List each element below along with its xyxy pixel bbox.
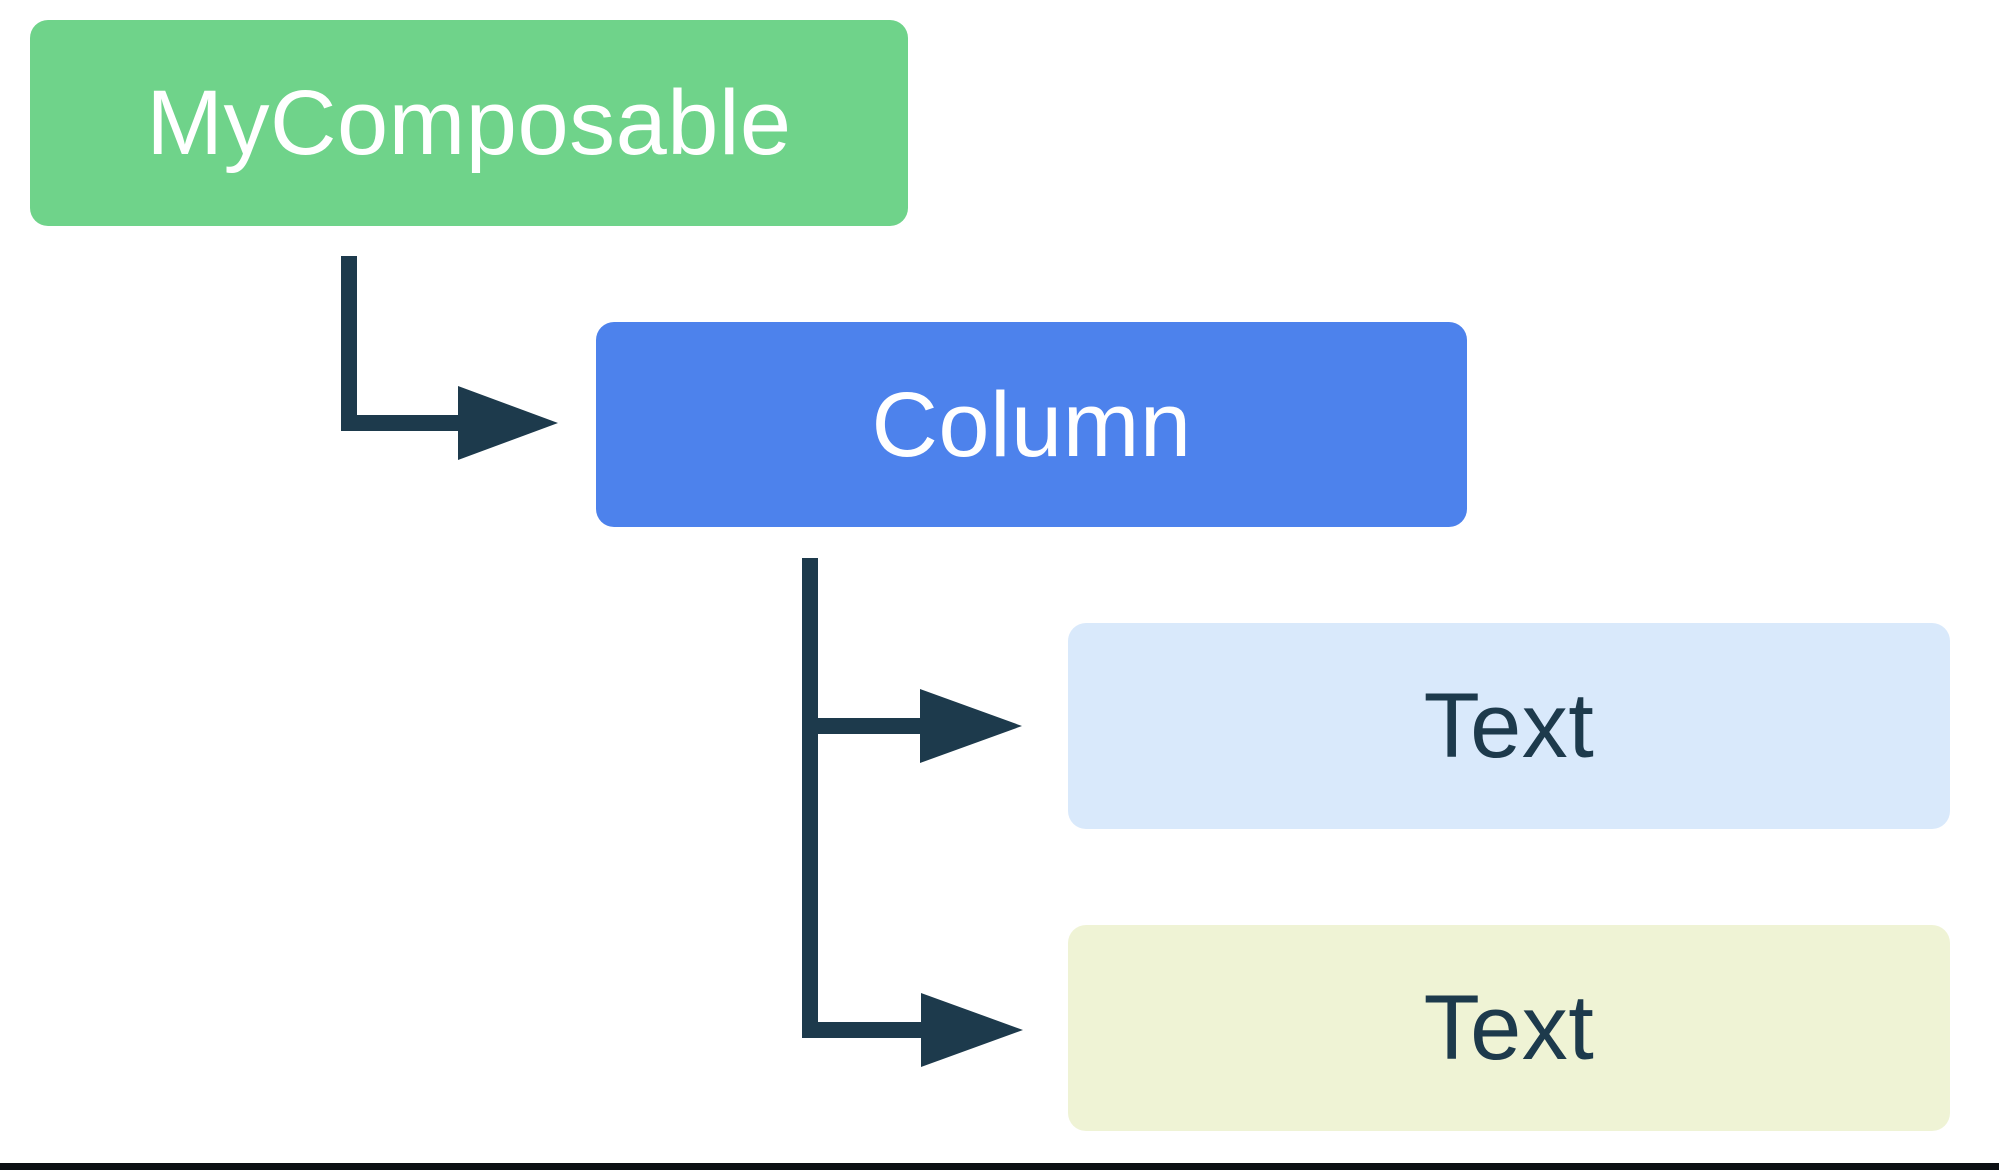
node-text-second-label: Text: [1423, 977, 1595, 1079]
node-text-second: Text: [1068, 925, 1950, 1131]
node-mycomposable-label: MyComposable: [146, 72, 792, 174]
node-text-first-label: Text: [1423, 675, 1595, 777]
node-column-label: Column: [871, 373, 1192, 476]
node-mycomposable: MyComposable: [30, 20, 908, 226]
node-column: Column: [596, 322, 1467, 527]
connector-column-trunk: [802, 558, 922, 1038]
arrowhead-to-column-icon: [458, 386, 558, 460]
node-text-first: Text: [1068, 623, 1950, 829]
arrowhead-to-text-second-icon: [921, 993, 1023, 1067]
connector-mycomposable-to-column: [341, 256, 462, 431]
bottom-border-rule: [0, 1163, 1999, 1170]
arrowhead-to-text-first-icon: [920, 689, 1022, 763]
